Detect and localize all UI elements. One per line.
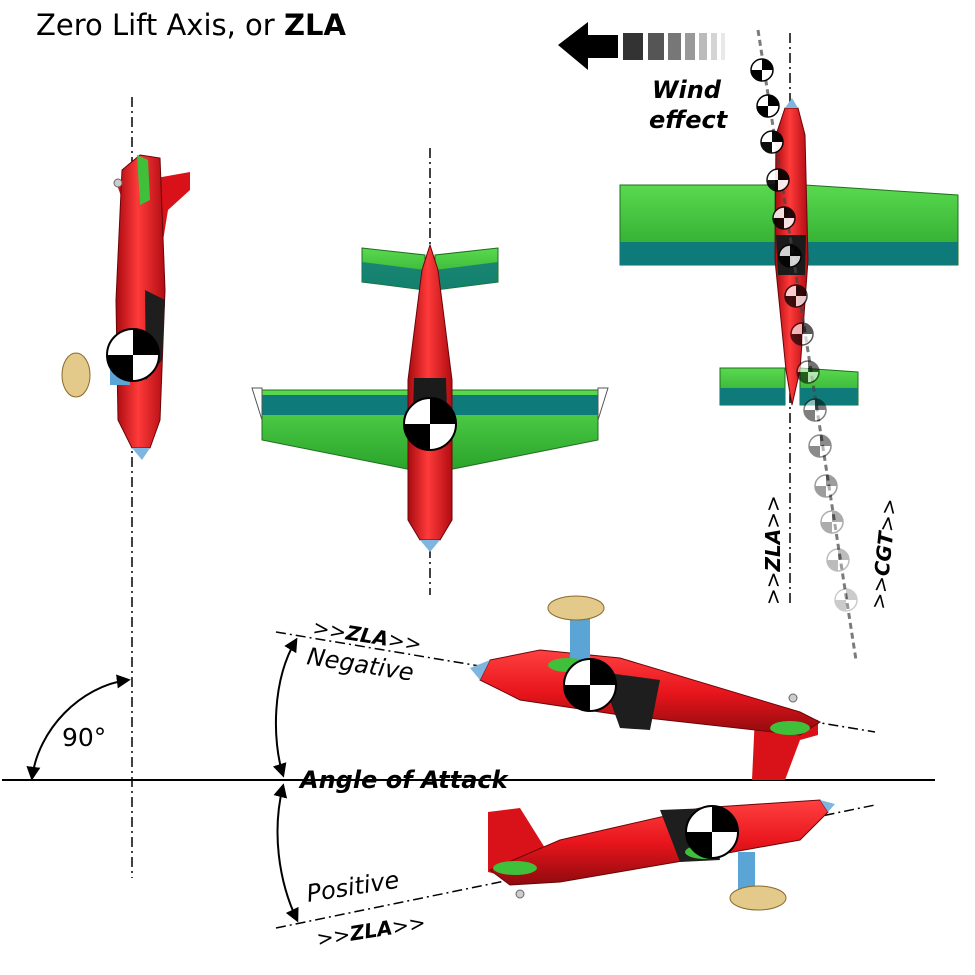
plane-side-vertical: [61, 154, 190, 460]
positive-aoa-arc: [273, 783, 299, 923]
plane-top-center: [251, 243, 609, 552]
plane-top-right: [619, 98, 959, 406]
wind-arrow: [558, 22, 725, 70]
plane-side-positive: [488, 799, 835, 911]
title-emphasis: ZLA: [283, 8, 346, 42]
title-prefix: Zero Lift Axis, or: [36, 8, 284, 42]
cgt-marker-vertical: >>CGT>>: [866, 497, 902, 610]
plane-side-negative: [470, 595, 822, 780]
cg-symbol-center: [403, 397, 457, 451]
wind-label-line2: effect: [649, 106, 729, 134]
cg-symbol-left: [106, 328, 160, 382]
angle-of-attack-label: Angle of Attack: [298, 766, 510, 794]
cg-trail: [750, 29, 858, 661]
angle-label: 90°: [62, 723, 106, 752]
zla-marker-vertical: >>ZLA>>: [761, 495, 785, 605]
cg-symbol-positive: [685, 805, 739, 859]
negative-aoa-arc: [272, 637, 298, 778]
zla-marker-positive: >>ZLA>>: [315, 910, 427, 951]
positive-label: Positive: [305, 866, 402, 908]
cg-symbol-negative: [563, 658, 617, 712]
right-angle-arc: [26, 674, 131, 781]
page-title: Zero Lift Axis, or ZLA: [36, 8, 346, 42]
wind-label-line1: Wind: [652, 76, 722, 104]
